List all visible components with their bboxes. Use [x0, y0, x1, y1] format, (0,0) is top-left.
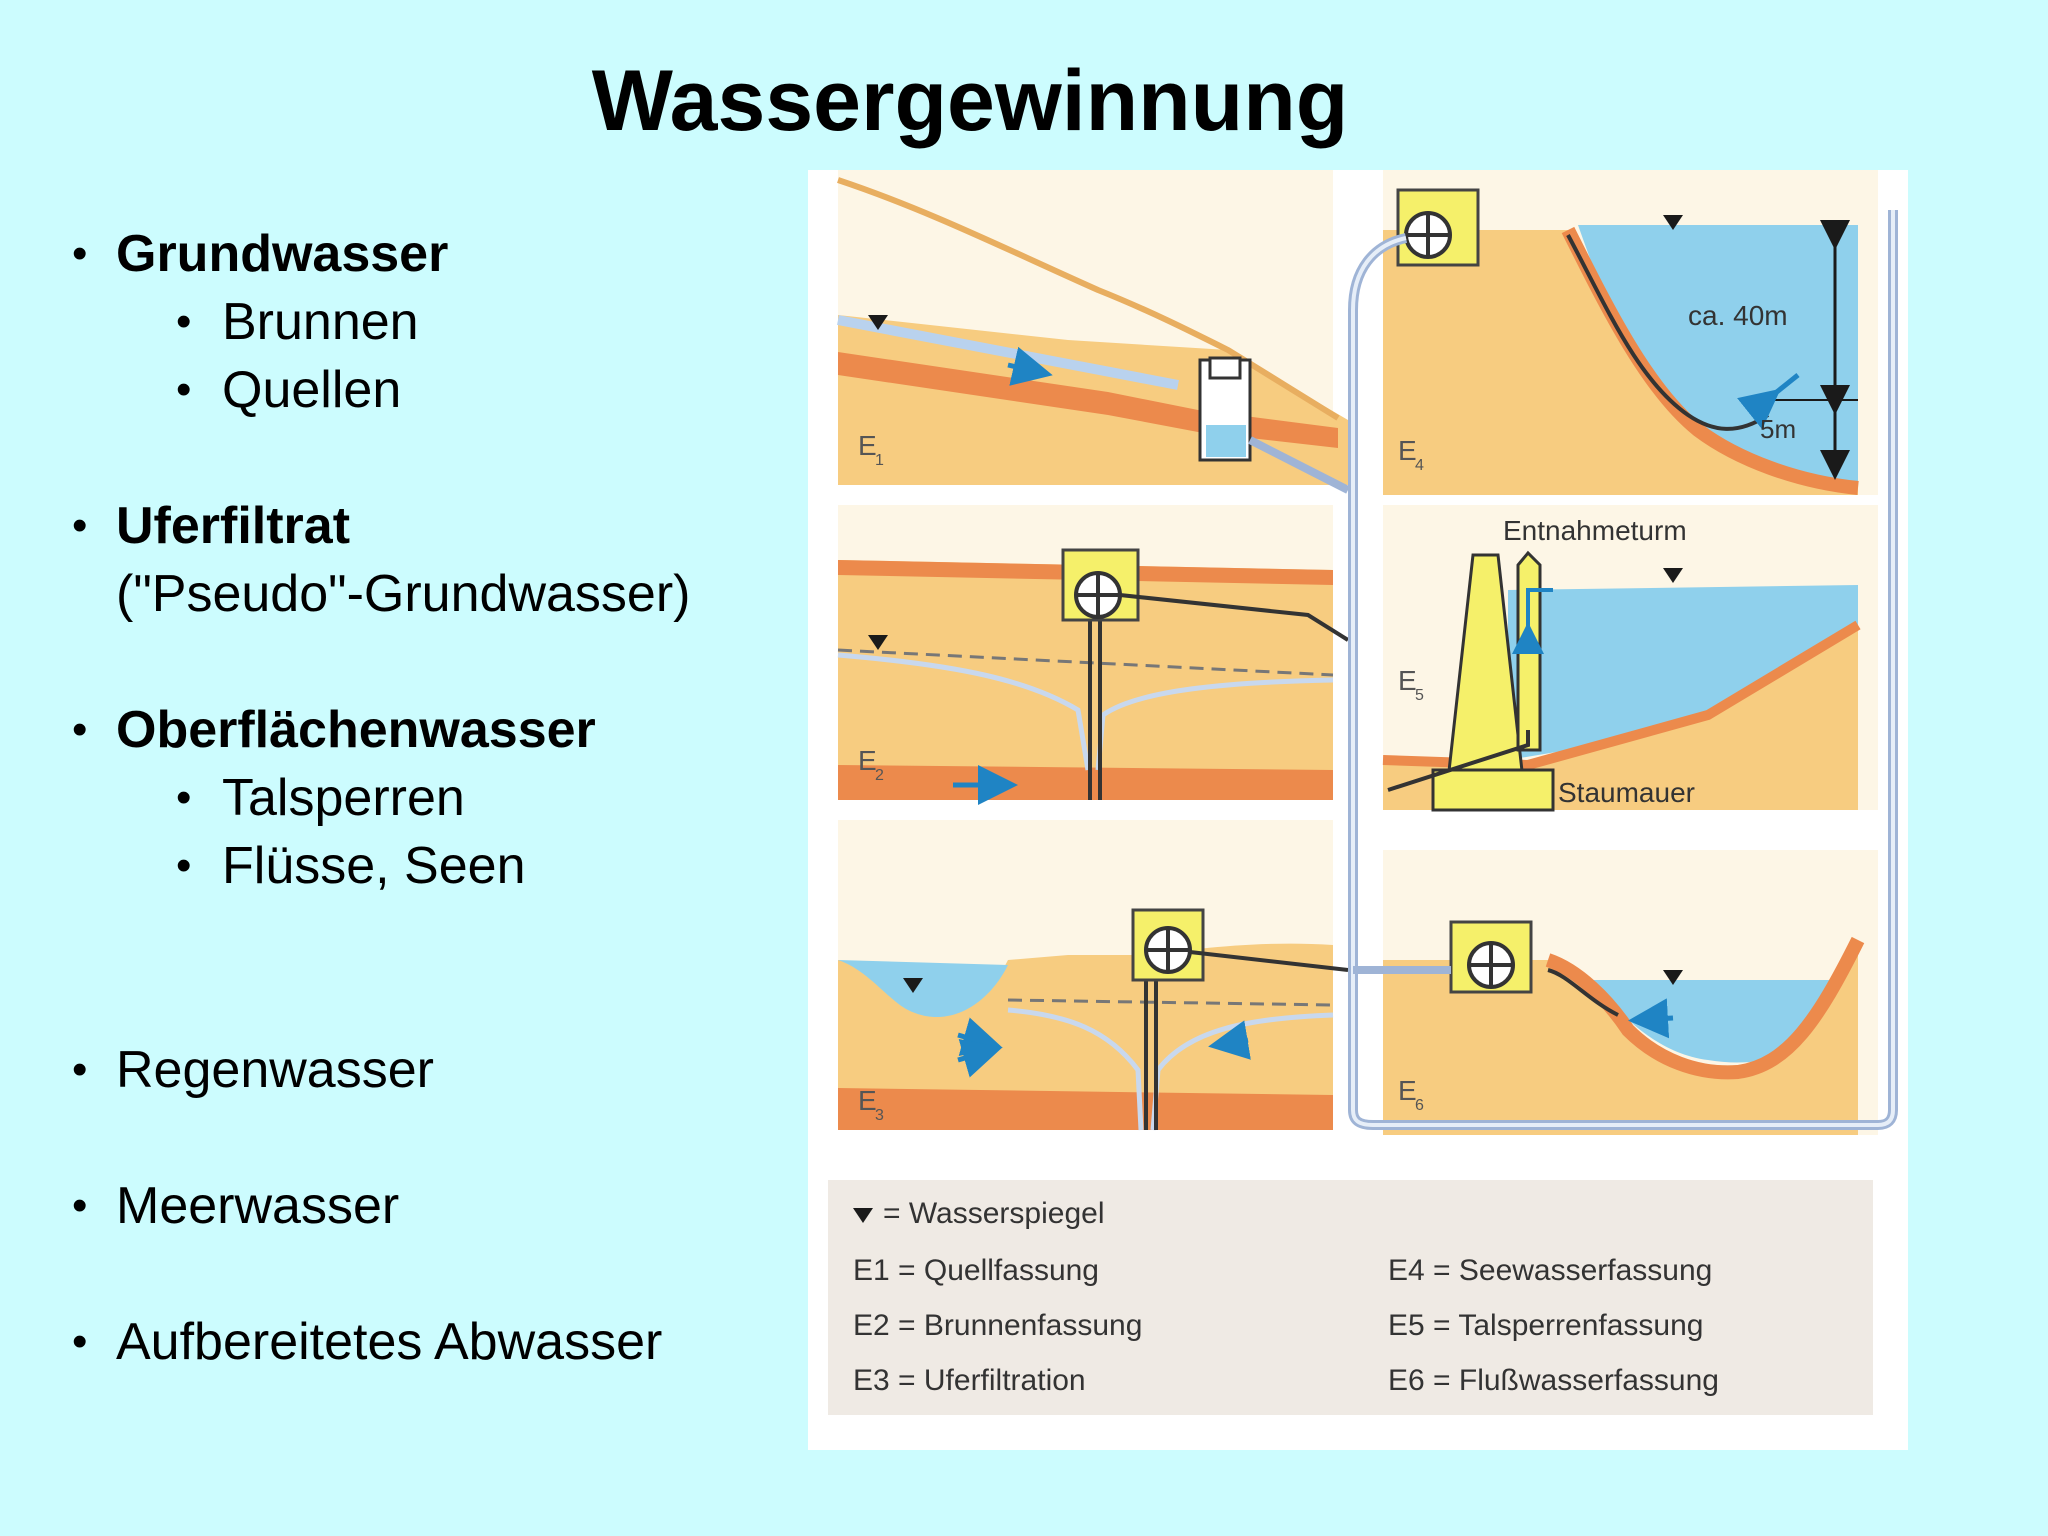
- bullet-fluesse-seen: •Flüsse, Seen: [72, 832, 792, 900]
- water-level-marker-icon: [1663, 568, 1683, 583]
- svg-text:E: E: [858, 430, 877, 461]
- diagram-svg: E1 ca. 40m 5m E4: [828, 170, 1898, 1415]
- diagram-legend: = Wasserspiegel E1 = Quellfassung E2 = B…: [828, 1180, 1873, 1415]
- legend-e3: E3 = Uferfiltration: [853, 1364, 1086, 1397]
- svg-text:E: E: [858, 1085, 877, 1116]
- panel-e2-brunnenfassung: E2: [837, 505, 1350, 805]
- bullet-dot: •: [72, 501, 88, 550]
- bullet-uferfiltrat-note: ("Pseudo"-Grundwasser): [116, 565, 691, 623]
- legend-e2: E2 = Brunnenfassung: [853, 1309, 1142, 1342]
- bullet-regenwasser: •Regenwasser: [72, 1036, 792, 1104]
- bullet-dot: •: [176, 297, 192, 346]
- bullet-dot: •: [72, 1181, 88, 1230]
- dam-label: Staumauer: [1558, 777, 1695, 808]
- water-level-marker-icon: [868, 635, 888, 650]
- panel-e5-talsperrenfassung: Entnahmeturm Staumauer E5: [1382, 505, 1878, 812]
- panel-e6-flusswasserfassung: E6: [1383, 850, 1878, 1135]
- tower-label: Entnahmeturm: [1503, 515, 1687, 546]
- legend-e5: E5 = Talsperrenfassung: [1388, 1309, 1703, 1342]
- bullet-dot: •: [72, 1045, 88, 1094]
- water-level-marker-icon: [903, 978, 923, 993]
- svg-text:6: 6: [1415, 1097, 1424, 1114]
- svg-text:E: E: [858, 745, 877, 776]
- bullet-grundwasser: •Grundwasser: [72, 220, 792, 288]
- svg-text:E: E: [1398, 1075, 1417, 1106]
- bullet-dot: •: [176, 841, 192, 890]
- svg-text:3: 3: [875, 1107, 884, 1124]
- svg-text:5: 5: [1415, 687, 1424, 704]
- svg-text:4: 4: [1415, 457, 1424, 474]
- depth-label: ca. 40m: [1688, 300, 1788, 331]
- collector-pipe: [1348, 210, 1898, 1130]
- panel-e1-quellfassung: E1: [837, 170, 1350, 494]
- water-level-marker-icon: [1663, 215, 1683, 230]
- panel-e4-seewasserfassung: ca. 40m 5m E4: [1383, 170, 1878, 495]
- water-level-marker-icon: [853, 1208, 873, 1223]
- bullet-dot: •: [72, 705, 88, 754]
- legend-water-level: = Wasserspiegel: [883, 1197, 1104, 1230]
- svg-text:1: 1: [875, 452, 884, 469]
- bullet-talsperren: •Talsperren: [72, 764, 792, 832]
- bullet-dot: •: [72, 229, 88, 278]
- svg-text:2: 2: [875, 767, 884, 784]
- water-level-marker-icon: [868, 315, 888, 330]
- panel-e3-uferfiltration: E3: [838, 820, 1349, 1131]
- bullet-abwasser: •Aufbereitetes Abwasser: [72, 1308, 792, 1376]
- bullet-list: •Grundwasser •Brunnen •Quellen •Uferfilt…: [72, 220, 792, 1376]
- legend-e4: E4 = Seewasserfassung: [1388, 1254, 1712, 1287]
- bullet-dot: •: [176, 365, 192, 414]
- bullet-meerwasser: •Meerwasser: [72, 1172, 792, 1240]
- bullet-dot: •: [176, 773, 192, 822]
- bullet-quellen: •Quellen: [72, 356, 792, 424]
- legend-e6: E6 = Flußwasserfassung: [1388, 1364, 1719, 1397]
- bullet-dot: •: [72, 1317, 88, 1366]
- bullet-oberflaechenwasser: •Oberflächenwasser: [72, 696, 792, 764]
- slide-title: Wassergewinnung: [591, 53, 1349, 149]
- legend-e1: E1 = Quellfassung: [853, 1254, 1099, 1287]
- bullet-uferfiltrat: •Uferfiltrat: [72, 492, 792, 560]
- svg-text:E: E: [1398, 665, 1417, 696]
- intake-depth-label: 5m: [1760, 414, 1796, 444]
- bullet-brunnen: •Brunnen: [72, 288, 792, 356]
- water-level-marker-icon: [1663, 970, 1683, 985]
- svg-text:E: E: [1398, 435, 1417, 466]
